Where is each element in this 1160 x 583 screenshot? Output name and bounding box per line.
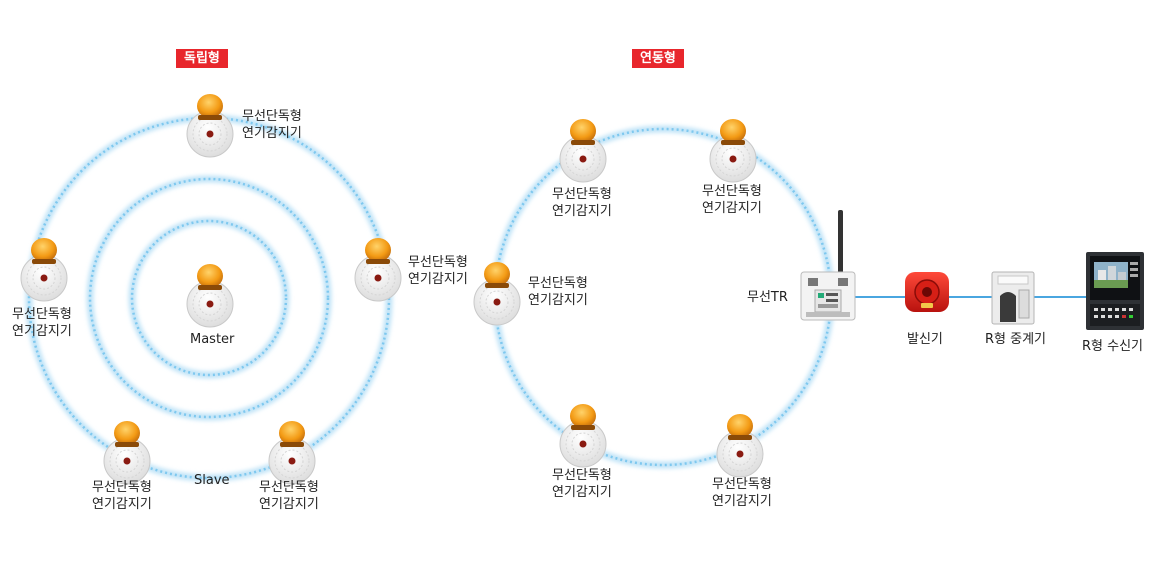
repeater-label: R형 중계기 (985, 332, 1047, 347)
wireless-tr-label: 무선TR (747, 290, 788, 305)
linked-badge: 연동형 (632, 49, 684, 68)
linked-detector-label-left: 무선단독형 연기감지기 (528, 276, 588, 308)
smoke-detector-icon (709, 119, 757, 183)
linked-detector-label-bottom-right: 무선단독형 연기감지기 (712, 477, 772, 509)
detector-label-right: 무선단독형 연기감지기 (408, 255, 468, 287)
smoke-detector-icon (186, 264, 234, 328)
transmitter-label: 발신기 (907, 332, 943, 347)
smoke-detector-icon (103, 421, 151, 485)
detector-label-top: 무선단독형 연기감지기 (242, 109, 302, 141)
transmitter-device (905, 272, 949, 312)
smoke-detector-icon (186, 94, 234, 158)
smoke-detector-icon (559, 404, 607, 468)
smoke-detector-icon (20, 238, 68, 302)
receiver-panel-device (1086, 252, 1144, 330)
smoke-detector-icon (716, 414, 764, 478)
linked-detector-label-top-right: 무선단독형 연기감지기 (702, 184, 762, 216)
smoke-detectors (20, 94, 764, 485)
repeater-device (991, 271, 1035, 325)
smoke-detector-icon (559, 119, 607, 183)
smoke-detector-icon (354, 238, 402, 302)
linked-detector-label-bottom-left: 무선단독형 연기감지기 (552, 468, 612, 500)
master-label: Master (190, 332, 235, 347)
standalone-badge: 독립형 (176, 49, 228, 68)
smoke-detector-icon (473, 262, 521, 326)
slave-label: Slave (194, 473, 230, 488)
detector-label-left: 무선단독형 연기감지기 (12, 307, 72, 339)
wireless-tr-device (800, 210, 856, 321)
linked-detector-label-top-left: 무선단독형 연기감지기 (552, 187, 612, 219)
detector-label-bottom-right: 무선단독형 연기감지기 (259, 480, 319, 512)
receiver-label: R형 수신기 (1082, 339, 1144, 354)
detector-label-bottom-left: 무선단독형 연기감지기 (92, 480, 152, 512)
smoke-detector-icon (268, 421, 316, 485)
